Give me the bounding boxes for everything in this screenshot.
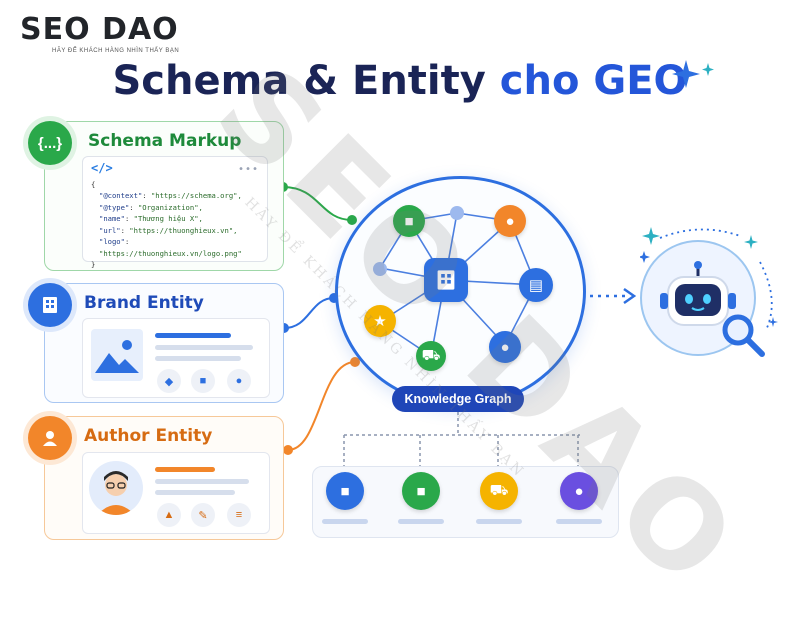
brand-logo: SEO DAO HÃY ĐỂ KHÁCH HÀNG NHÌN THẤY BẠN bbox=[20, 12, 179, 54]
schema-markup-title: Schema Markup bbox=[88, 131, 242, 151]
graph-node-cart-icon: ⛟ bbox=[416, 341, 446, 371]
magnifier-icon bbox=[722, 314, 765, 357]
code-snippet: </> ••• { "@context": "https://schema.or… bbox=[82, 156, 268, 269]
label-placeholder bbox=[556, 519, 602, 524]
user-icon: ● bbox=[560, 472, 598, 510]
graph-node-star-icon: ★ bbox=[364, 305, 396, 337]
braces-icon: {...} bbox=[28, 121, 72, 165]
graduation-cap-icon: ▲ bbox=[157, 503, 181, 527]
robot-icon bbox=[660, 261, 736, 326]
code-close-brace: } bbox=[91, 260, 96, 269]
tag-icon: ◆ bbox=[157, 369, 181, 393]
code-line: "@type": "Organization", bbox=[99, 202, 203, 212]
code-key: "@type" bbox=[99, 202, 130, 212]
code-tag-icon: </> bbox=[91, 161, 113, 175]
location-icon: ● bbox=[227, 369, 251, 393]
avatar bbox=[89, 461, 143, 515]
cart-icon: ⛟ bbox=[480, 472, 518, 510]
code-value: "https://schema.org", bbox=[150, 191, 242, 200]
title-part-2: cho GEO bbox=[499, 58, 688, 104]
text-line bbox=[155, 356, 241, 361]
graph-node-cube-icon: ■ bbox=[393, 205, 425, 237]
sparkle-icon bbox=[672, 60, 714, 88]
code-value: "https://thuonghieux.vn", bbox=[129, 225, 238, 235]
text-line bbox=[155, 467, 215, 472]
code-key: "@context" bbox=[99, 191, 143, 200]
text-line bbox=[155, 479, 249, 484]
pencil-icon: ✎ bbox=[191, 503, 215, 527]
code-key: "url" bbox=[99, 225, 121, 235]
title-part-1: Schema & Entity bbox=[112, 58, 486, 104]
window-dots-icon: ••• bbox=[237, 164, 259, 175]
graph-node-user-icon: ● bbox=[494, 205, 526, 237]
image-placeholder-icon bbox=[91, 329, 143, 381]
brand-tagline: HÃY ĐỂ KHÁCH HÀNG NHÌN THẤY BẠN bbox=[52, 48, 180, 54]
cube-icon: ■ bbox=[191, 369, 215, 393]
code-line: "logo": "https://thuonghieux.vn/logo.png… bbox=[99, 237, 242, 258]
author-entity-panel: ▲ ✎ ≡ bbox=[82, 452, 270, 534]
author-entity-title: Author Entity bbox=[84, 426, 213, 446]
code-line: "name": "Thương hiệu X", bbox=[99, 214, 203, 223]
code-value: "Organization", bbox=[137, 202, 203, 212]
graph-node-document-icon: ▤ bbox=[519, 268, 553, 302]
code-key: "logo" bbox=[99, 237, 125, 246]
document-icon: ≡ bbox=[227, 503, 251, 527]
text-line bbox=[155, 345, 253, 350]
sparkle-icon bbox=[640, 227, 778, 327]
text-line bbox=[155, 333, 231, 338]
code-value: "Thương hiệu X", bbox=[133, 214, 203, 223]
graph-node-dot bbox=[373, 262, 387, 276]
graph-node-dot bbox=[450, 206, 464, 220]
code-value: "https://thuonghieux.vn/logo.png" bbox=[99, 248, 242, 258]
page-title: Schema & Entity cho GEO bbox=[0, 58, 800, 104]
code-lines: "@context": "https://schema.org", "@type"… bbox=[91, 190, 259, 259]
graph-center-building-icon bbox=[424, 258, 468, 302]
organization-icon: ■ bbox=[326, 472, 364, 510]
label-placeholder bbox=[398, 519, 444, 524]
code-line: "@context": "https://schema.org", bbox=[99, 191, 242, 200]
code-key: "name" bbox=[99, 214, 125, 223]
graph-node-location-icon: ● bbox=[489, 331, 521, 363]
brand-entity-panel: ◆ ■ ● bbox=[82, 318, 270, 398]
text-line bbox=[155, 490, 235, 495]
label-placeholder bbox=[476, 519, 522, 524]
code-open-brace: { bbox=[91, 179, 96, 189]
code-line: "url": "https://thuonghieux.vn", bbox=[99, 225, 238, 235]
knowledge-graph-label: Knowledge Graph bbox=[392, 386, 524, 412]
product-icon: ■ bbox=[402, 472, 440, 510]
label-placeholder bbox=[322, 519, 368, 524]
brand-entity-title: Brand Entity bbox=[84, 293, 204, 313]
brand-name: SEO DAO bbox=[20, 12, 179, 47]
building-icon bbox=[28, 283, 72, 327]
person-icon bbox=[28, 416, 72, 460]
